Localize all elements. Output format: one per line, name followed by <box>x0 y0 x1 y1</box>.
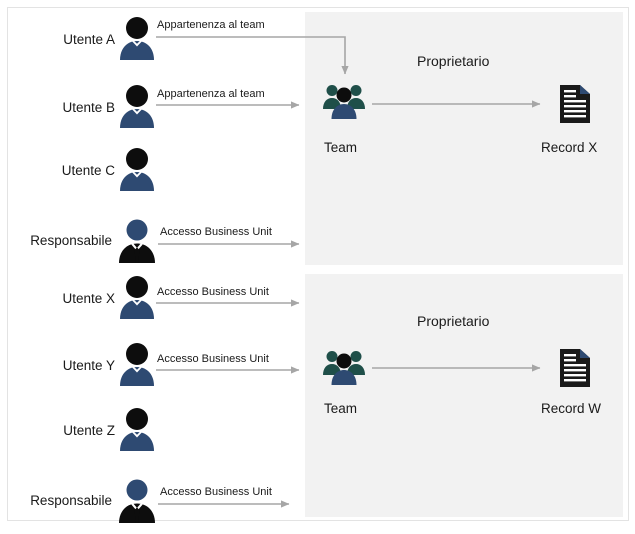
edge-label-appartenenza-1: Appartenenza al team <box>157 19 265 31</box>
node-label-team-2: Team <box>324 401 358 416</box>
node-label-team-1: Team <box>324 140 358 155</box>
user-icon <box>120 17 154 60</box>
actor-label-utente-y: Utente Y <box>62 358 115 373</box>
manager-icon <box>119 479 155 523</box>
team-icon <box>323 351 365 385</box>
actor-label-utente-z: Utente Z <box>63 423 115 438</box>
edge-label-appartenenza-2: Appartenenza al team <box>157 88 265 100</box>
panel-title-proprietario-2: Proprietario <box>417 313 490 329</box>
user-icon <box>120 85 154 128</box>
owner-panel-2 <box>305 274 623 517</box>
node-label-record-w: Record W <box>541 401 602 416</box>
edge-label-accesso-1: Accesso Business Unit <box>160 226 272 238</box>
user-icon <box>120 148 154 191</box>
manager-icon <box>119 219 155 263</box>
document-icon <box>560 349 590 387</box>
user-icon <box>120 408 154 451</box>
actor-label-responsabile-2: Responsabile <box>30 493 112 508</box>
node-label-record-x: Record X <box>541 140 598 155</box>
team-icon <box>323 85 365 119</box>
actor-label-utente-x: Utente X <box>62 291 115 306</box>
actor-label-utente-c: Utente C <box>61 163 115 178</box>
edge-label-accesso-4: Accesso Business Unit <box>160 486 272 498</box>
owner-panel-1 <box>305 12 623 265</box>
user-icon <box>120 343 154 386</box>
actor-label-utente-b: Utente B <box>62 100 115 115</box>
edge-label-accesso-2: Accesso Business Unit <box>157 286 269 298</box>
document-icon <box>560 85 590 123</box>
actor-label-responsabile-1: Responsabile <box>30 233 112 248</box>
panel-title-proprietario-1: Proprietario <box>417 53 490 69</box>
actor-label-utente-a: Utente A <box>63 32 115 47</box>
edge-label-accesso-3: Accesso Business Unit <box>157 353 269 365</box>
user-icon <box>120 276 154 319</box>
